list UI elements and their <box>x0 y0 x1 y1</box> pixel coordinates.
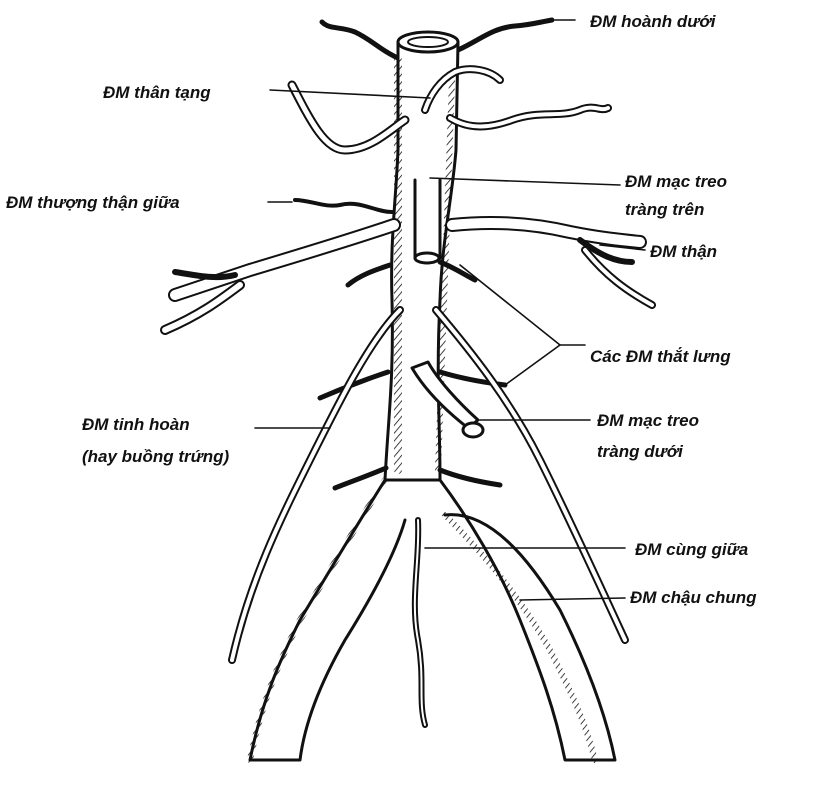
leader-superior-mesenteric <box>430 178 620 185</box>
inferior-phrenic-left <box>322 22 398 58</box>
common-iliac-right <box>440 480 615 760</box>
label-celiac-trunk: ĐM thân tạng <box>103 83 211 103</box>
lumbar-artery <box>440 470 500 485</box>
label-testicular-1: ĐM tinh hoàn <box>82 415 190 435</box>
label-inferior-phrenic: ĐM hoành dưới <box>590 12 716 32</box>
inferior-phrenic-right <box>458 20 552 50</box>
label-middle-suprarenal: ĐM thượng thận giữa <box>6 193 180 213</box>
label-common-iliac: ĐM chậu chung <box>630 588 757 608</box>
common-iliac-left <box>250 480 405 760</box>
label-renal: ĐM thận <box>650 242 717 262</box>
label-inferior-mesenteric-2: tràng dưới <box>597 442 683 462</box>
superior-mesenteric-artery <box>415 180 440 258</box>
label-testicular-2: (hay buồng trứng) <box>82 447 229 467</box>
lumbar-artery <box>335 468 386 488</box>
lumbar-artery <box>348 265 390 285</box>
middle-suprarenal-artery <box>295 200 392 212</box>
label-superior-mesenteric-2: tràng trên <box>625 200 704 220</box>
label-lumbar: Các ĐM thắt lưng <box>590 347 731 367</box>
label-superior-mesenteric-1: ĐM mạc treo <box>625 172 727 192</box>
label-inferior-mesenteric-1: ĐM mạc treo <box>597 411 699 431</box>
label-median-sacral: ĐM cùng giữa <box>635 540 748 560</box>
leader-lumbar <box>460 265 585 345</box>
